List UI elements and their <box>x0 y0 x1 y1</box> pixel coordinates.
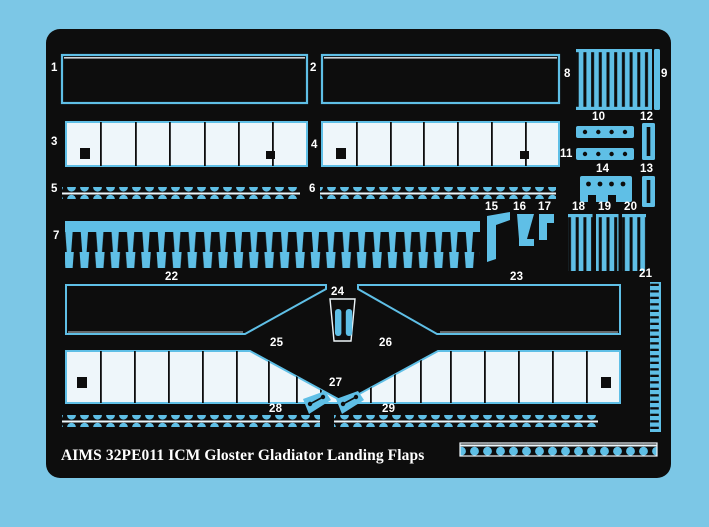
part-label-13: 13 <box>640 163 654 175</box>
part-label-22: 22 <box>165 271 179 283</box>
part-label-7: 7 <box>53 230 60 242</box>
part-13-shape <box>642 176 655 207</box>
part-label-23: 23 <box>510 271 524 283</box>
part-22-shape <box>65 284 327 335</box>
part-label-3: 3 <box>51 136 58 148</box>
part-29-shape <box>334 415 598 427</box>
part-15-shape <box>487 212 510 262</box>
part-label-21: 21 <box>639 268 653 280</box>
part-12-shape <box>642 123 655 160</box>
part-7-shape <box>65 221 480 268</box>
part-11-shape <box>576 148 634 160</box>
part-4-shape <box>321 121 560 167</box>
part-label-28: 28 <box>269 403 283 415</box>
part-28-shape <box>62 415 320 427</box>
fret-title: AIMS 32PE011 ICM Gloster Gladiator Landi… <box>61 447 425 464</box>
part-18-19-20-shape <box>568 214 646 271</box>
part-label-6: 6 <box>309 183 316 195</box>
part-6-shape <box>320 187 556 199</box>
part-label-25: 25 <box>270 337 284 349</box>
part-label-12: 12 <box>640 111 654 123</box>
bottom-right-strip-shape <box>459 442 658 457</box>
part-label-2: 2 <box>310 62 317 74</box>
part-label-20: 20 <box>624 201 638 213</box>
part-label-5: 5 <box>51 183 58 195</box>
part-2-shape <box>320 53 561 105</box>
part-1-shape <box>60 53 309 105</box>
part-label-27: 27 <box>329 377 343 389</box>
part-label-19: 19 <box>598 201 612 213</box>
part-label-17: 17 <box>538 201 552 213</box>
part-label-24: 24 <box>331 286 345 298</box>
part-label-8: 8 <box>564 68 571 80</box>
part-5-shape <box>62 187 300 199</box>
part-3-shape <box>65 121 308 167</box>
part-label-18: 18 <box>572 201 586 213</box>
part-label-4: 4 <box>311 139 318 151</box>
part-17-shape <box>539 214 554 240</box>
part-16-shape <box>517 214 534 246</box>
part-14-shape <box>580 176 632 202</box>
part-label-14: 14 <box>596 163 610 175</box>
part-label-26: 26 <box>379 337 393 349</box>
part-label-1: 1 <box>51 62 58 74</box>
part-label-9: 9 <box>661 68 668 80</box>
part-27-shape <box>303 391 364 414</box>
part-24-shape <box>329 298 356 342</box>
part-label-15: 15 <box>485 201 499 213</box>
part-8-shape <box>576 49 652 110</box>
part-label-29: 29 <box>382 403 396 415</box>
part-10-shape <box>576 126 634 138</box>
part-label-10: 10 <box>592 111 606 123</box>
part-label-11: 11 <box>560 148 573 160</box>
part-23-shape <box>357 284 621 335</box>
part-9-shape <box>654 49 660 110</box>
part-21-shape <box>650 282 661 432</box>
part-label-16: 16 <box>513 201 527 213</box>
